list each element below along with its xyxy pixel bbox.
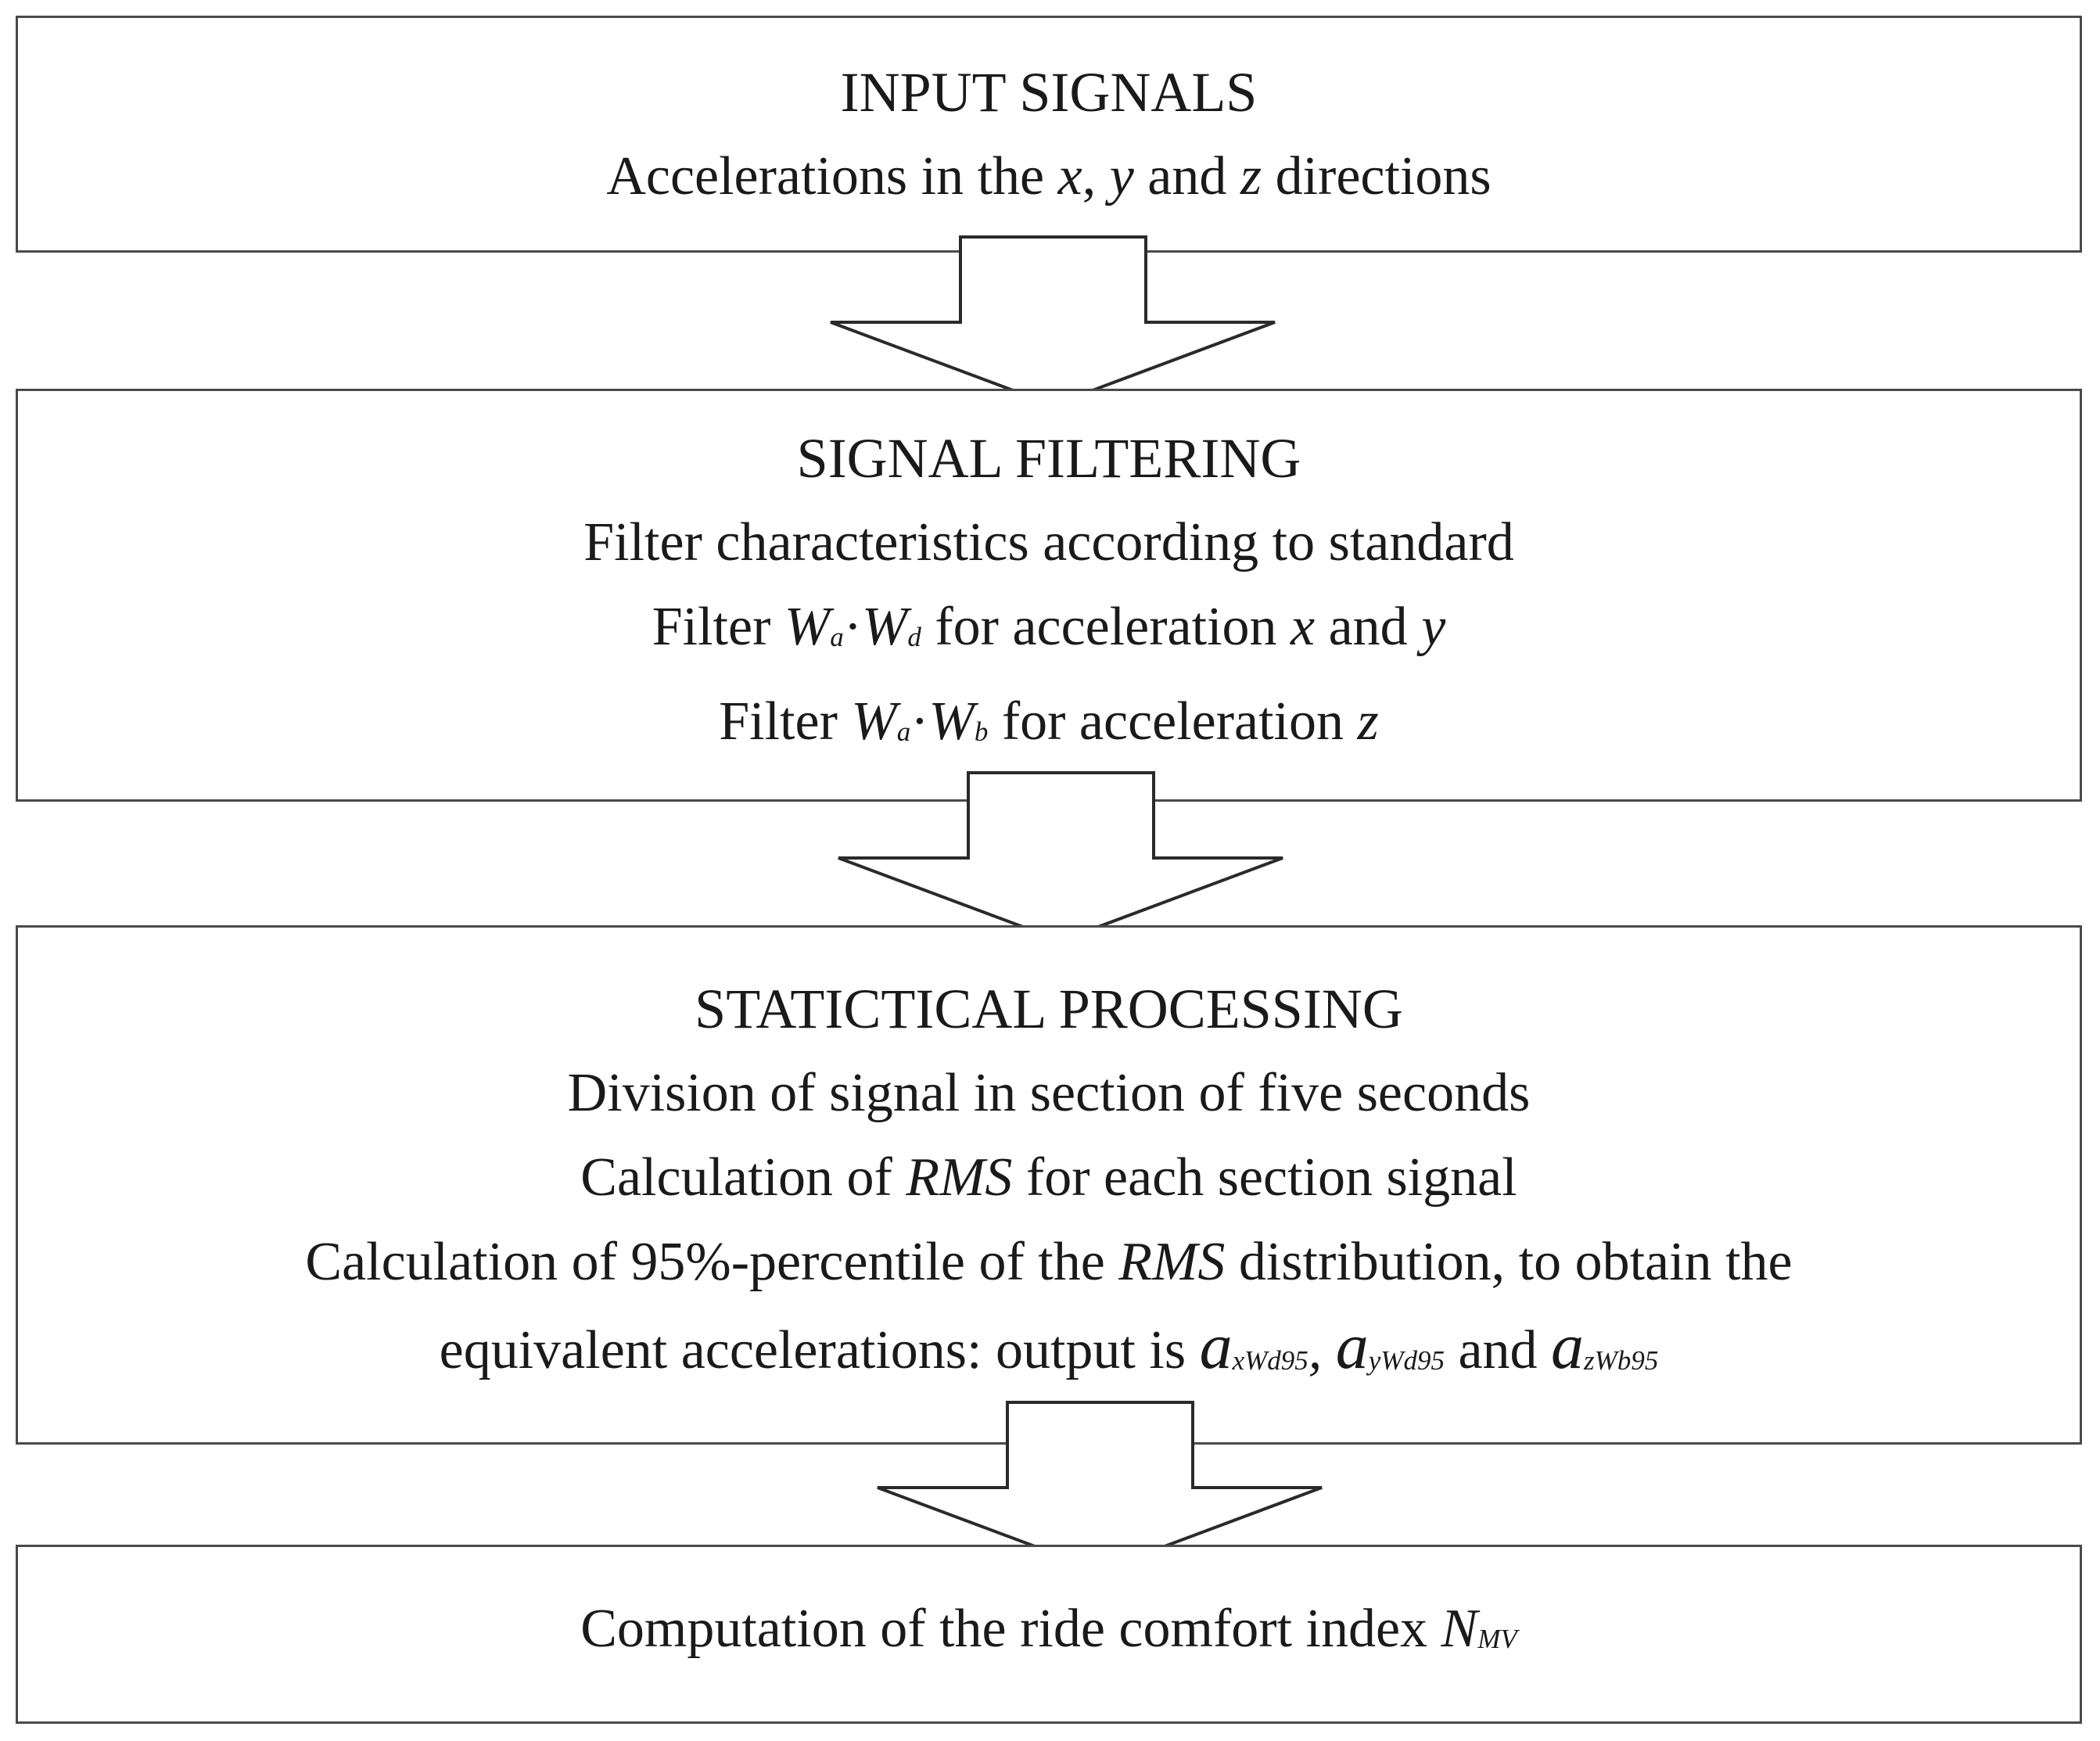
text-segment: Calculation of bbox=[580, 1147, 906, 1208]
rms-term: RMS bbox=[1118, 1232, 1226, 1293]
rms-term: RMS bbox=[906, 1147, 1013, 1208]
acceleration-symbol: a bbox=[1199, 1310, 1233, 1384]
filter-characteristics-text: Filter characteristics according to stan… bbox=[583, 512, 1514, 573]
index-symbol: N bbox=[1441, 1599, 1478, 1660]
variable-y: y bbox=[1109, 145, 1134, 206]
arrow-shape bbox=[877, 1401, 1323, 1573]
box-input-signals: INPUT SIGNALS Accelerations in the x, y … bbox=[16, 16, 2082, 253]
acceleration-symbol: a bbox=[1551, 1310, 1585, 1384]
rms-calculation-text: Calculation of RMS for each section sign… bbox=[580, 1136, 1517, 1220]
variable-x: x bbox=[1057, 145, 1082, 206]
flow-arrow-3 bbox=[877, 1401, 1323, 1573]
text-segment: Calculation of 95%-percentile of the bbox=[305, 1232, 1119, 1293]
text-segment: equivalent accelerations: output is bbox=[439, 1320, 1200, 1381]
filter-xy-text: Filter Wa·Wd for acceleration x and y bbox=[652, 585, 1446, 680]
acceleration-subscript: yWd95 bbox=[1368, 1344, 1445, 1376]
filter-subscript: b bbox=[974, 716, 989, 747]
input-signals-title: INPUT SIGNALS bbox=[840, 60, 1258, 124]
text-segment: for each section signal bbox=[1012, 1147, 1517, 1208]
text-segment: and bbox=[1315, 597, 1422, 658]
text-segment: , bbox=[1082, 145, 1110, 206]
filter-symbol: W bbox=[784, 597, 831, 658]
text-segment: Accelerations in the bbox=[606, 145, 1058, 206]
text-segment: · bbox=[910, 691, 929, 752]
filter-symbol: W bbox=[928, 691, 975, 752]
variable-z: z bbox=[1240, 145, 1262, 206]
variable-z: z bbox=[1357, 691, 1379, 752]
index-subscript: MV bbox=[1477, 1623, 1517, 1654]
signal-filtering-title: SIGNAL FILTERING bbox=[796, 427, 1301, 490]
equivalent-accelerations-text: equivalent accelerations: output is axWd… bbox=[440, 1305, 1659, 1403]
text-segment: Filter bbox=[719, 691, 852, 752]
variable-y: y bbox=[1421, 597, 1446, 658]
percentile-text: Calculation of 95%-percentile of the RMS… bbox=[305, 1220, 1792, 1305]
filter-subscript: a bbox=[896, 716, 911, 747]
input-signals-text: Accelerations in the x, y and z directio… bbox=[606, 135, 1491, 219]
text-segment: for acceleration bbox=[988, 691, 1358, 752]
division-text: Division of signal in section of five se… bbox=[567, 1063, 1531, 1124]
variable-x: x bbox=[1291, 597, 1316, 658]
filter-subscript: a bbox=[830, 622, 844, 652]
flow-arrow-1 bbox=[830, 235, 1276, 407]
text-segment: Filter bbox=[652, 597, 784, 658]
filter-subscript: d bbox=[907, 622, 921, 652]
text-segment: distribution, to obtain the bbox=[1225, 1232, 1793, 1293]
box-signal-filtering: SIGNAL FILTERING Filter characteristics … bbox=[16, 389, 2082, 802]
acceleration-subscript: zWb95 bbox=[1584, 1344, 1659, 1376]
acceleration-symbol: a bbox=[1335, 1310, 1369, 1384]
acceleration-subscript: xWd95 bbox=[1232, 1344, 1308, 1376]
statistical-processing-title: STATICTICAL PROCESSING bbox=[695, 978, 1403, 1041]
box-comfort-index: Computation of the ride comfort index NM… bbox=[16, 1545, 2082, 1724]
text-segment: , bbox=[1308, 1320, 1336, 1381]
text-segment: and bbox=[1444, 1320, 1552, 1381]
text-segment: Computation of the ride comfort index bbox=[580, 1599, 1441, 1660]
arrow-shape bbox=[838, 771, 1283, 943]
text-segment: for acceleration bbox=[921, 597, 1291, 658]
filter-symbol: W bbox=[862, 597, 908, 658]
text-segment: directions bbox=[1262, 145, 1492, 206]
flow-arrow-2 bbox=[838, 771, 1283, 943]
box-statistical-processing: STATICTICAL PROCESSING Division of signa… bbox=[16, 925, 2082, 1445]
comfort-index-text: Computation of the ride comfort index NM… bbox=[580, 1587, 1517, 1682]
text-segment: and bbox=[1133, 145, 1240, 206]
filter-symbol: W bbox=[851, 691, 897, 752]
text-segment: · bbox=[843, 597, 863, 658]
filter-z-text: Filter Wa·Wb for acceleration z bbox=[719, 680, 1379, 774]
arrow-shape bbox=[830, 235, 1276, 407]
